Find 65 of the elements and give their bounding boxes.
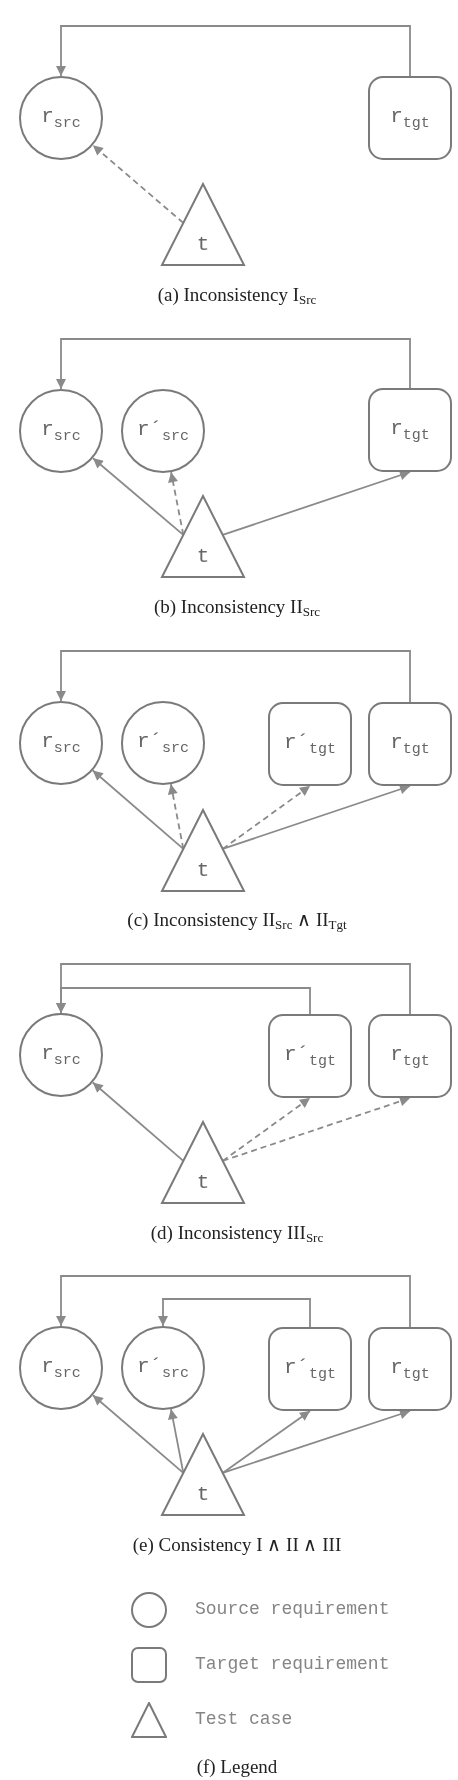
- node-label: r$_{src}$: [41, 1355, 81, 1381]
- node-label: r$_{tgt}$: [390, 1043, 430, 1069]
- rounded-square-node: [368, 76, 452, 160]
- circle-node: [121, 1326, 205, 1410]
- subfigure-caption: (b) Inconsistency II$_{Src}$: [153, 596, 321, 618]
- dashed-arrow: [221, 785, 311, 850]
- node-label: t: [196, 859, 210, 881]
- circle-node: [19, 1326, 103, 1410]
- elbow-arrow: [56, 25, 411, 77]
- rounded-square-node: [268, 702, 352, 786]
- subfigure-caption: (c) Inconsistency II$_{Src}$ ∧ II$_{Tgt}$: [127, 909, 347, 931]
- node-label: r´$_{src}$: [136, 730, 190, 756]
- rounded-square-node: [368, 388, 452, 472]
- subfigure-caption: (d) Inconsistency III$_{Src}$: [150, 1222, 324, 1244]
- node-label: r$_{tgt}$: [390, 731, 430, 757]
- elbow-arrow: [56, 1275, 411, 1328]
- node-label: r$_{tgt}$: [390, 105, 430, 131]
- node-label: r´$_{tgt}$: [283, 731, 337, 757]
- node-label: t: [196, 233, 210, 255]
- node-label: r$_{tgt}$: [390, 417, 430, 443]
- legend-label: Target requirement: [195, 1655, 390, 1675]
- node-label: r´$_{src}$: [136, 1355, 190, 1381]
- legend-label: Test case: [195, 1710, 293, 1730]
- arrow: [221, 1410, 311, 1474]
- legend-label: Source requirement: [195, 1600, 390, 1620]
- subfigure-caption: (e) Consistency I ∧ II ∧ III: [132, 1534, 342, 1556]
- node-label: r$_{tgt}$: [390, 1356, 430, 1382]
- subfigure-caption: (f) Legend: [196, 1756, 278, 1778]
- arrow: [91, 769, 185, 850]
- circle-node: [19, 1013, 103, 1097]
- node-label: r$_{src}$: [41, 730, 81, 756]
- node-label: r$_{src}$: [41, 1042, 81, 1068]
- rounded-square-node: [368, 702, 452, 786]
- node-label: t: [196, 1483, 210, 1505]
- node-label: r$_{src}$: [41, 418, 81, 444]
- node-label: t: [196, 1171, 210, 1193]
- circle-node: [121, 701, 205, 785]
- arrow: [91, 1081, 185, 1162]
- elbow-arrow: [56, 650, 411, 703]
- dashed-arrow: [221, 1097, 311, 1162]
- triangle-node: [161, 183, 245, 266]
- circle-node: [19, 701, 103, 785]
- dashed-arrow: [92, 144, 185, 224]
- node-label: r´$_{tgt}$: [283, 1043, 337, 1069]
- node-label: t: [196, 545, 210, 567]
- circle-node: [19, 389, 103, 473]
- triangle-node: [161, 809, 245, 892]
- elbow-arrow: [56, 338, 411, 390]
- rounded-square-node: [268, 1014, 352, 1098]
- node-label: r´$_{tgt}$: [283, 1356, 337, 1382]
- triangle-node: [161, 1121, 245, 1204]
- arrow: [92, 1394, 185, 1474]
- arrow: [92, 457, 185, 536]
- rounded-square-node: [368, 1327, 452, 1411]
- circle-node: [19, 76, 103, 160]
- triangle-node: [161, 1433, 245, 1516]
- elbow-arrow: [56, 987, 311, 1015]
- triangle-node: [161, 495, 245, 578]
- elbow-arrow: [158, 1298, 311, 1328]
- rounded-square-node: [268, 1327, 352, 1411]
- rounded-square-node: [368, 1014, 452, 1098]
- circle-node: [121, 389, 205, 473]
- subfigure-caption: (a) Inconsistency I$_{Src}$: [157, 284, 317, 306]
- node-label: r$_{src}$: [41, 105, 81, 131]
- node-label: r´$_{src}$: [136, 418, 190, 444]
